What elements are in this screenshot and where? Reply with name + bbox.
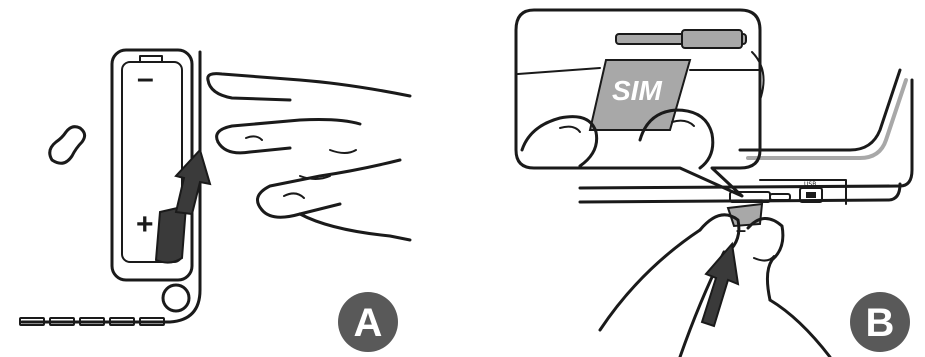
hand-illustration-a <box>208 74 410 240</box>
thumb-left <box>522 117 597 166</box>
minus-sign-b: – <box>736 220 746 240</box>
sim-label: SIM <box>612 75 662 106</box>
zoom-inset: SIM <box>516 10 764 196</box>
panel-b: USB SIM – <box>516 10 912 357</box>
panel-a: – + A <box>20 50 410 352</box>
device-button <box>163 285 189 311</box>
minus-sign: – <box>137 62 154 95</box>
badge-b-label: B <box>866 301 895 345</box>
plus-sign: + <box>136 208 154 241</box>
usb-port-label: USB <box>804 181 816 188</box>
thumb-right <box>640 110 713 168</box>
keyhole-mount <box>50 127 85 164</box>
pull-tab <box>156 206 186 263</box>
badge-a-label: A <box>354 301 383 345</box>
